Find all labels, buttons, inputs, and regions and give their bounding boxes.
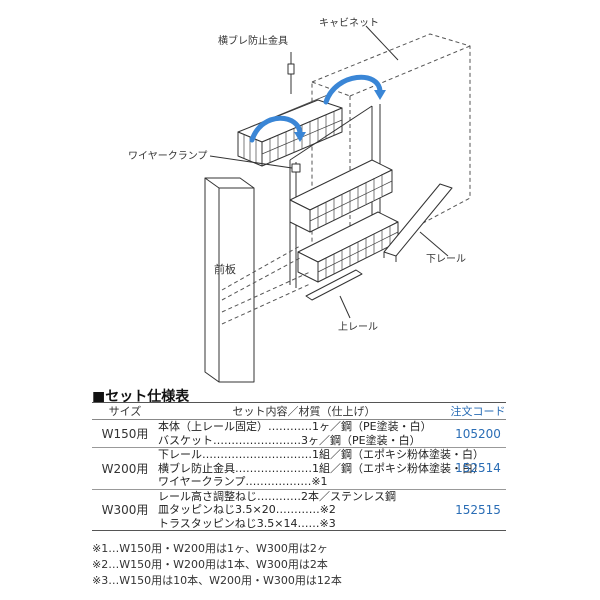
size-cell: W200用 [92,447,158,490]
table-row: W150用 本体（上レール固定）…………1ヶ／鋼（PE塗装・白） バスケット……… [92,419,506,448]
contents-cell: レール高さ調整ねじ…………2本／ステンレス鋼 皿タッピンねじ3.5×20…………… [158,489,450,531]
bottom-basket [297,211,399,283]
header-size: サイズ [92,402,158,420]
item-line: ワイヤークランプ………………※1 [158,475,328,488]
callout-lower-rail: 下レール [426,254,466,265]
size-cell: W150用 [92,419,158,448]
wire-clamp [209,155,301,173]
exploded-diagram [204,25,471,383]
top-basket [237,93,343,167]
item-line: 皿タッピンねじ3.5×20…………※2 [158,503,336,516]
section-title: ■セット仕様表 [92,389,190,405]
item-line: 横ブレ防止金具…………………1組／鋼（エポキシ粉体塗装・白） [158,461,484,475]
callout-upper-rail: 上レール [338,322,378,333]
upper-rail [305,269,363,301]
table-row: W300用 レール高さ調整ねじ…………2本／ステンレス鋼 皿タッピンねじ3.5×… [92,489,506,531]
item-line: 本体（上レール固定）…………1ヶ／鋼（PE塗装・白） [158,420,432,433]
callout-cabinet: キャビネット [319,18,379,29]
size-cell: W300用 [92,489,158,531]
front-panel [204,177,255,383]
footnote: ※2…W150用・W200用は1本、W300用は2本 [92,558,328,571]
header-code: 注文コード [450,402,506,420]
footnotes: ※1…W150用・W200用は1ヶ、W300用は2ヶ ※2…W150用・W200… [92,541,342,589]
table-row: W200用 下レール…………………………1組／鋼（エポキシ粉体塗装・白） 横ブレ… [92,447,506,490]
item-line: 下レール…………………………1組／鋼（エポキシ粉体塗装・白） [158,448,484,461]
middle-basket [289,159,393,233]
footnote: ※3…W150用は10本、W200用・W300用は12本 [92,574,342,587]
item-line: バスケット……………………3ヶ／鋼（PE塗装・白） [158,433,421,447]
spec-table: サイズ セット内容／材質（仕上げ） 注文コード W150用 本体（上レール固定）… [92,402,506,531]
lower-rail [383,183,453,262]
callout-wire-clamp: ワイヤークランプ [128,151,208,162]
item-line: レール高さ調整ねじ…………2本／ステンレス鋼 [158,489,396,503]
contents-cell: 本体（上レール固定）…………1ヶ／鋼（PE塗装・白） バスケット……………………… [158,419,450,448]
contents-cell: 下レール…………………………1組／鋼（エポキシ粉体塗装・白） 横ブレ防止金具……… [158,447,484,490]
table-header-row: サイズ セット内容／材質（仕上げ） 注文コード [92,402,506,420]
item-line: トラスタッピンねじ3.5×14……※3 [158,516,336,530]
order-code[interactable]: 152515 [450,489,506,531]
footnote: ※1…W150用・W200用は1ヶ、W300用は2ヶ [92,542,328,555]
order-code[interactable]: 152514 [450,447,506,490]
order-code[interactable]: 105200 [450,419,506,448]
insert-arrow-icon [249,115,303,143]
header-contents: セット内容／材質（仕上げ） [158,402,450,420]
antisway-bracket [287,52,295,94]
callout-antisway: 横ブレ防止金具 [218,36,288,47]
front-panel-label: 前板 [214,263,236,276]
insert-arrow-icon [323,74,383,105]
